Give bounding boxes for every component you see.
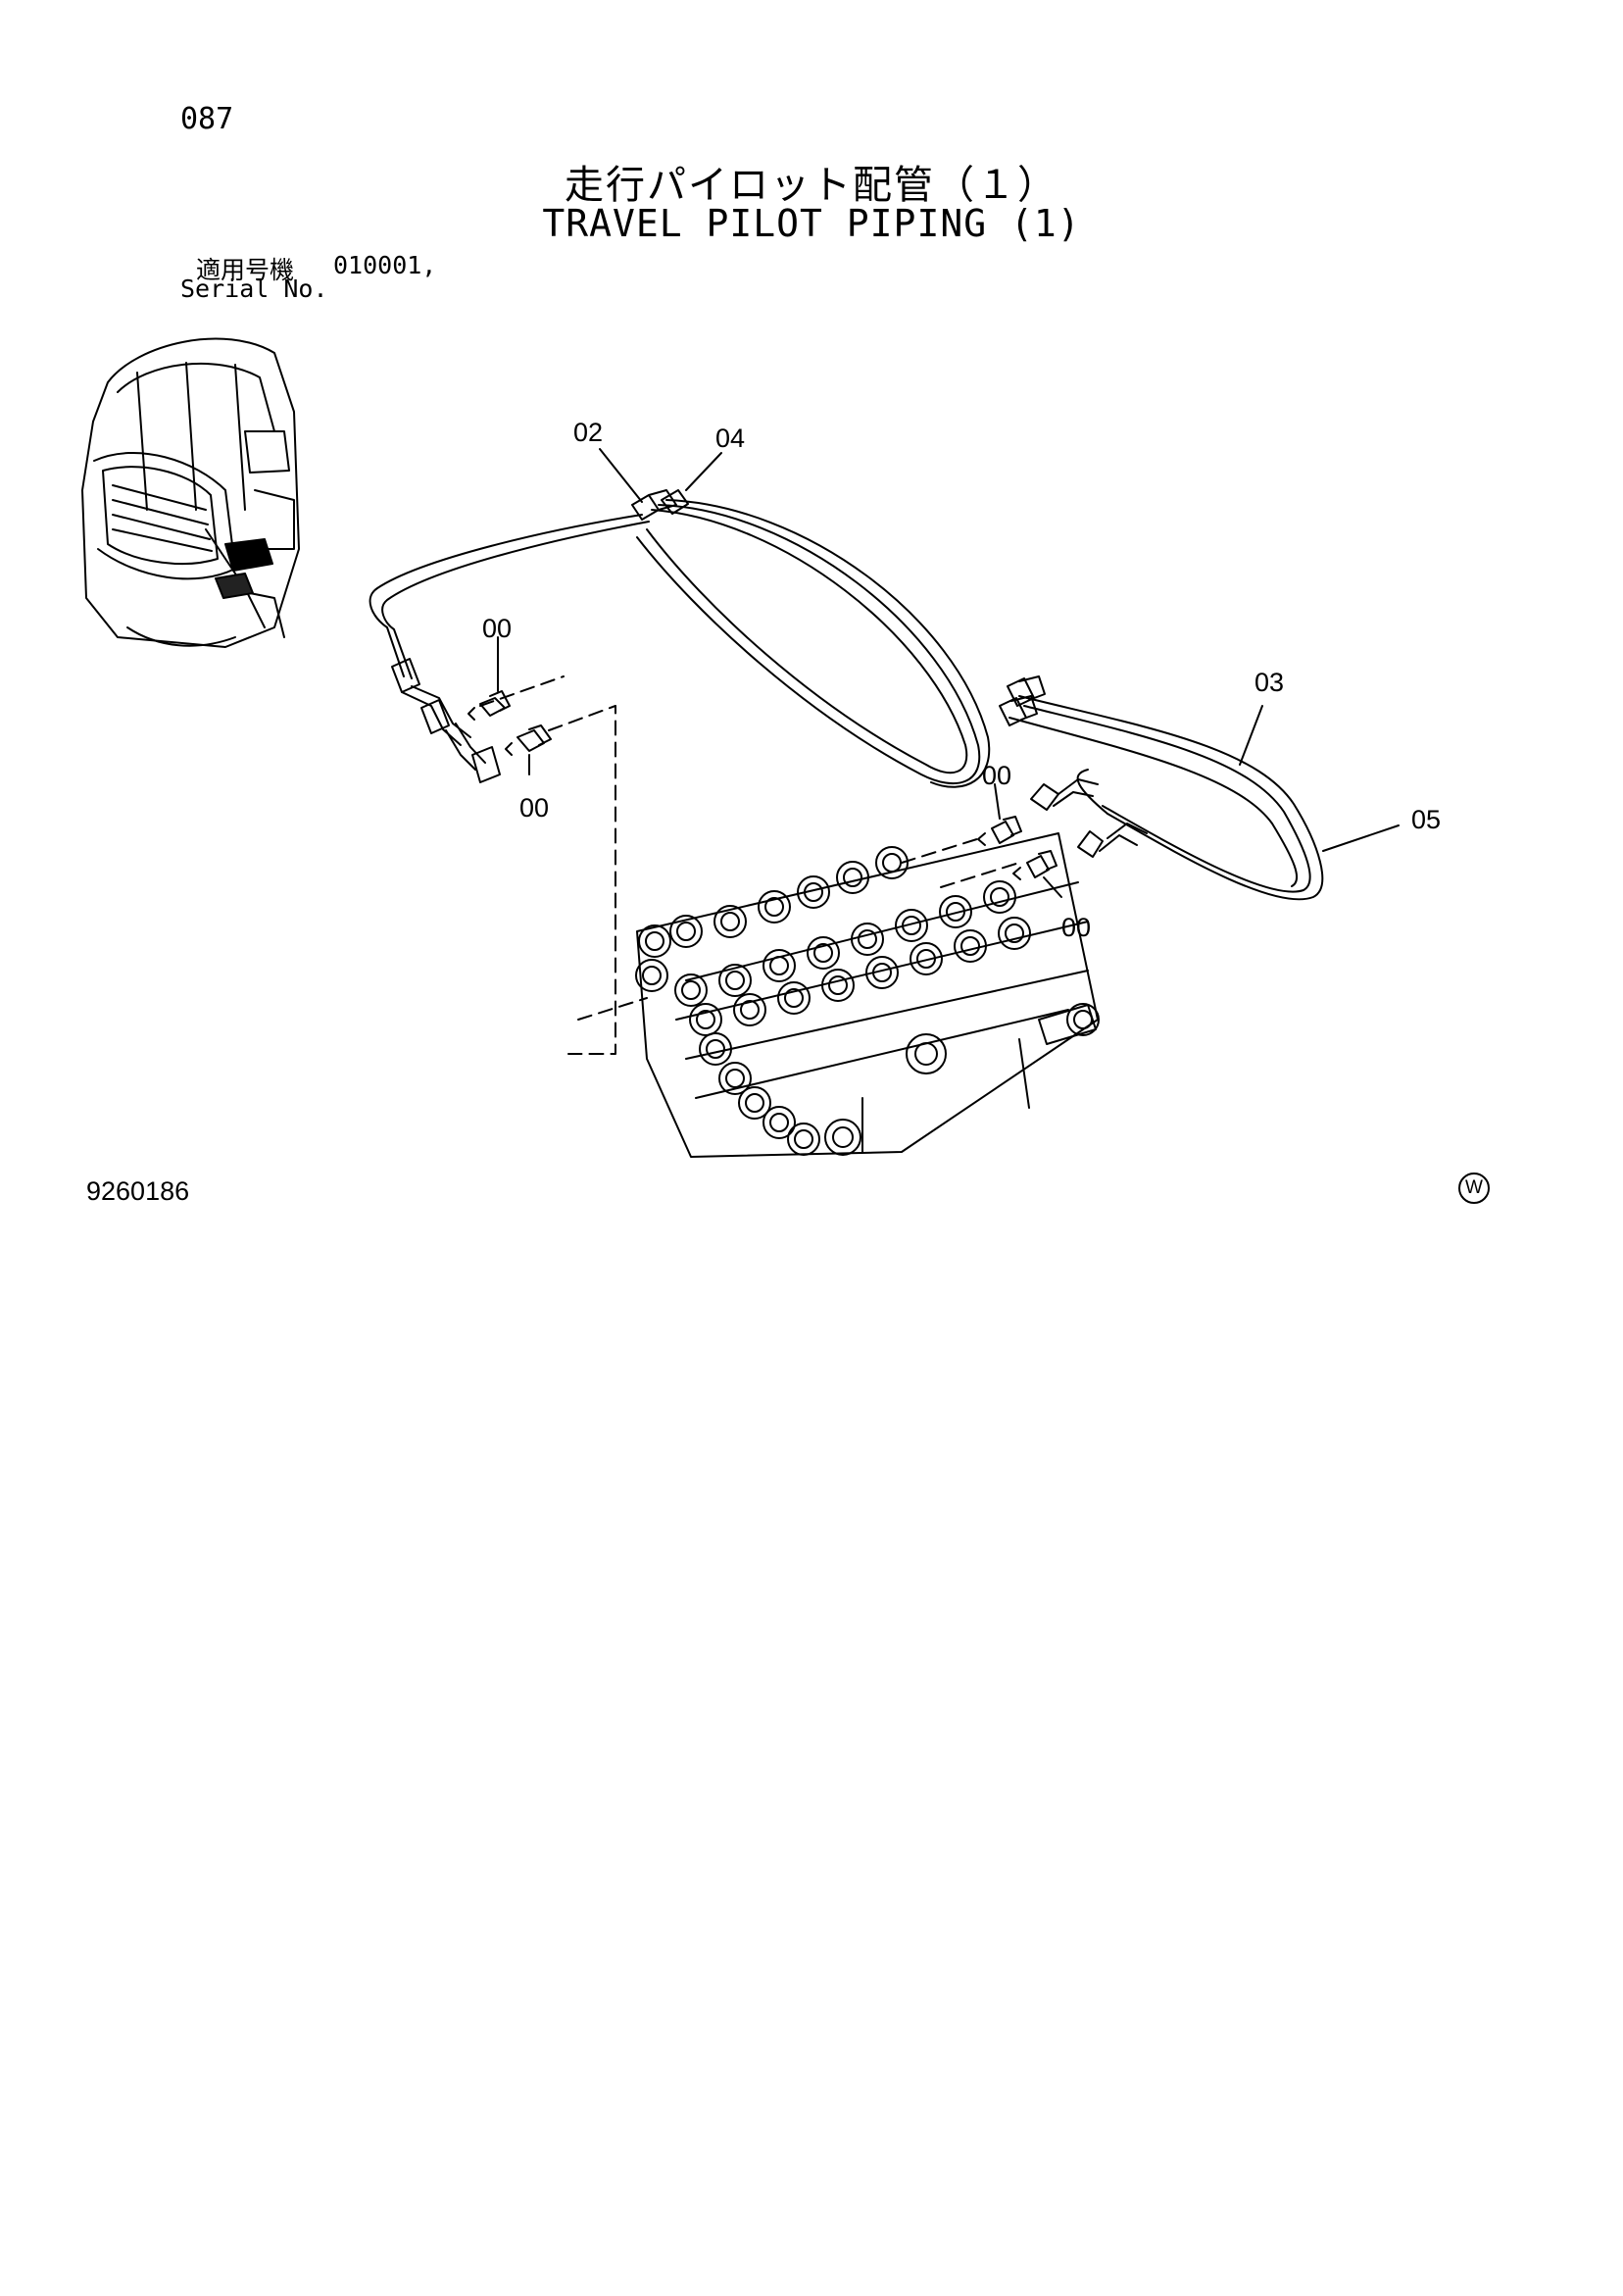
leader-lines	[497, 448, 1400, 898]
machine-location-thumbnail	[81, 337, 300, 648]
control-valve	[635, 832, 1100, 1158]
callout-05: 05	[1411, 805, 1441, 834]
hose-03-05	[999, 675, 1324, 901]
callout-00-upper-left: 00	[482, 614, 512, 643]
title-english: TRAVEL PILOT PIPING (1)	[542, 202, 1081, 245]
callout-00-lower-left: 00	[519, 793, 549, 823]
callout-00-lower-right: 00	[1061, 913, 1091, 942]
page-number: 087	[180, 102, 234, 136]
title-japanese: 走行パイロット配管（１）	[565, 163, 1058, 208]
callout-04: 04	[715, 424, 745, 453]
reference-lines	[479, 675, 1020, 1055]
fittings-right	[977, 816, 1057, 880]
callout-03: 03	[1254, 668, 1284, 697]
fittings-left	[467, 690, 552, 756]
serial-label-japanese: 適用号機	[196, 256, 295, 284]
circled-w-mark: W	[1458, 1173, 1490, 1204]
callout-00-upper-right: 00	[982, 761, 1011, 790]
callout-02: 02	[573, 418, 603, 447]
hose-02-04	[369, 489, 991, 788]
serial-label-english: Serial No.	[180, 275, 328, 303]
serial-value: 010001,	[333, 251, 437, 279]
drawing-number: 9260186	[86, 1176, 190, 1206]
